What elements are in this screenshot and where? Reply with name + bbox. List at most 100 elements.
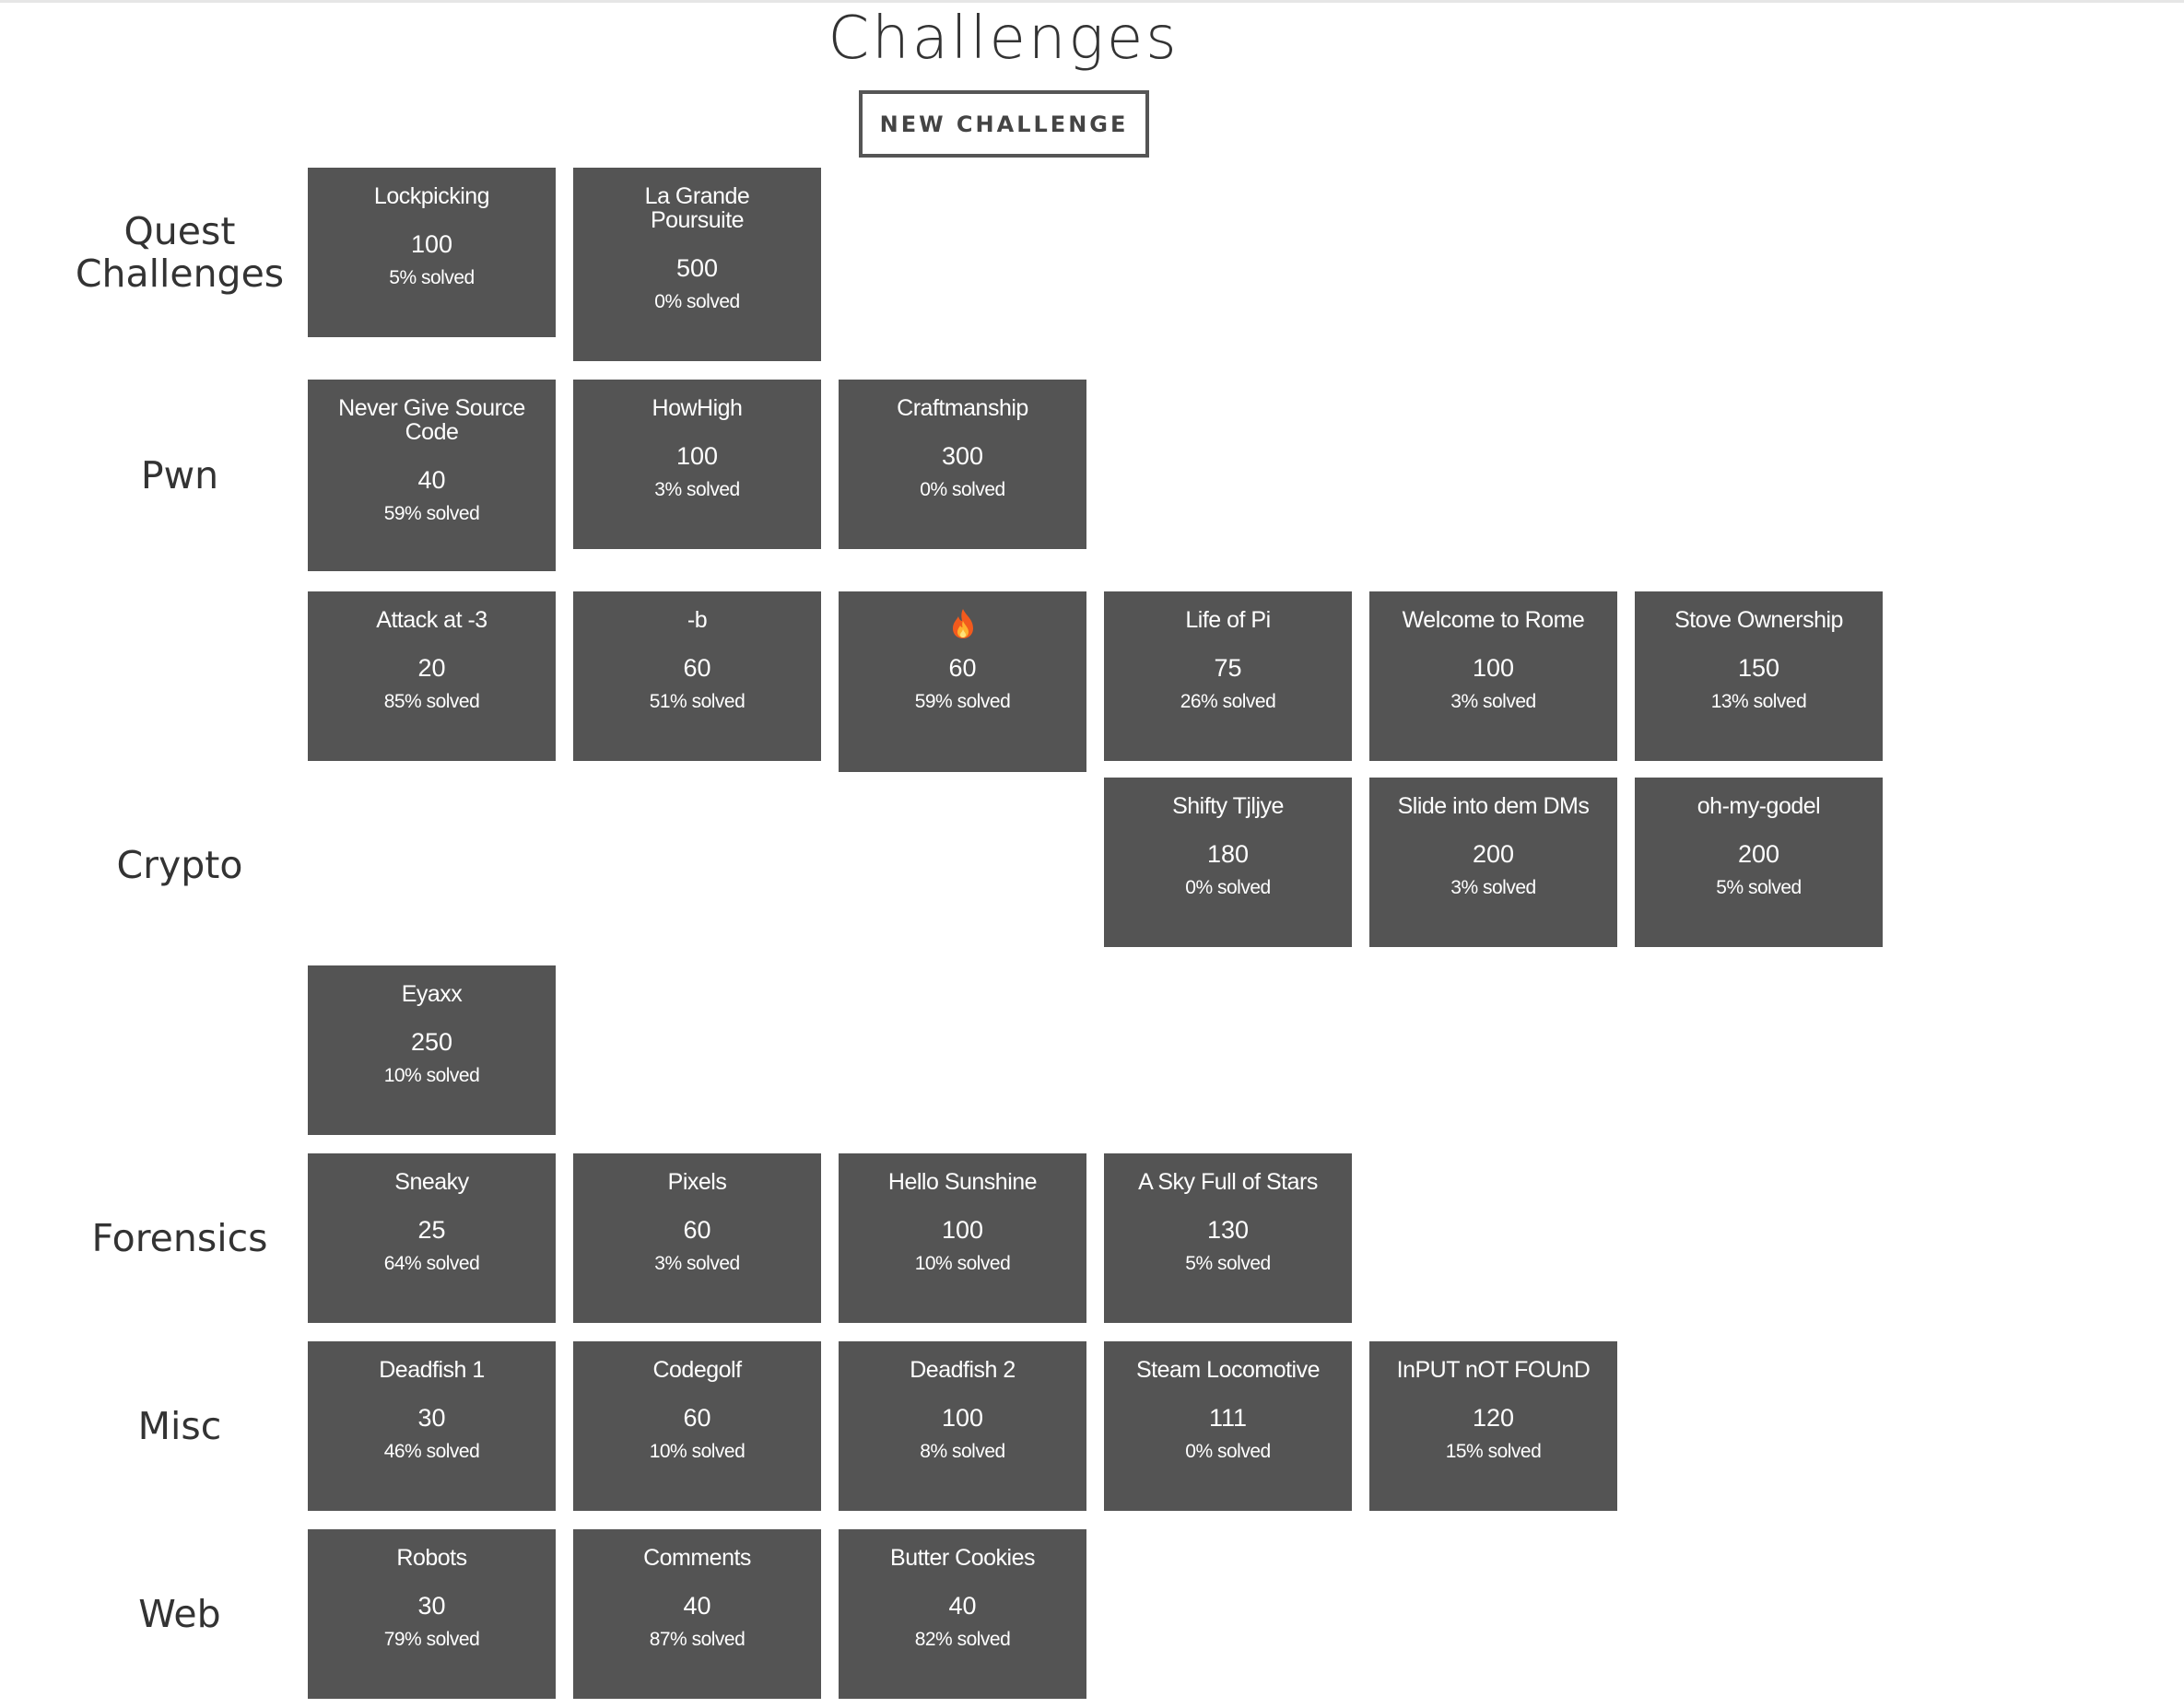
challenge-solved-rate: 64% solved	[383, 1253, 480, 1274]
challenge-points: 100	[410, 230, 453, 258]
challenge-card-deadfish-2[interactable]: Deadfish 2 100 8% solved	[839, 1341, 1086, 1511]
challenge-solved-rate: 46% solved	[383, 1441, 480, 1462]
challenge-card-welcome-to-rome[interactable]: Welcome to Rome 100 3% solved	[1369, 591, 1617, 761]
challenge-name: oh-my-godel	[1697, 793, 1821, 819]
challenge-name: Butter Cookies	[890, 1545, 1035, 1571]
challenge-points: 30	[417, 1592, 446, 1620]
challenge-solved-rate: 3% solved	[1450, 691, 1536, 712]
challenge-card-fire-emoji[interactable]: 60 59% solved	[839, 591, 1086, 772]
challenge-points: 20	[417, 654, 446, 682]
challenge-points: 40	[417, 466, 446, 494]
challenge-card-sneaky[interactable]: Sneaky 25 64% solved	[308, 1153, 556, 1323]
challenge-card-robots[interactable]: Robots 30 79% solved	[308, 1529, 556, 1699]
category-forensics: Forensics	[91, 1216, 268, 1260]
challenge-points: 150	[1737, 654, 1780, 682]
page-title: Challenges	[828, 5, 1180, 73]
challenge-points: 100	[941, 1404, 984, 1432]
challenge-solved-rate: 79% solved	[383, 1629, 480, 1650]
challenge-points: 30	[417, 1404, 446, 1432]
challenge-solved-rate: 10% solved	[914, 1253, 1011, 1274]
challenge-solved-rate: 0% solved	[920, 479, 1005, 500]
challenge-card-slide-into-dem-dms[interactable]: Slide into dem DMs 200 3% solved	[1369, 778, 1617, 947]
challenge-card-input-not-found[interactable]: InPUT nOT FOUnD 120 15% solved	[1369, 1341, 1617, 1511]
challenge-name: Slide into dem DMs	[1397, 793, 1590, 819]
challenge-name: Eyaxx	[401, 981, 463, 1007]
challenge-card-steam-locomotive[interactable]: Steam Locomotive 111 0% solved	[1104, 1341, 1352, 1511]
challenge-name: HowHigh	[652, 395, 743, 421]
category-misc: Misc	[137, 1404, 222, 1448]
challenge-card-codegolf[interactable]: Codegolf 60 10% solved	[573, 1341, 821, 1511]
challenge-card-eyaxx[interactable]: Eyaxx 250 10% solved	[308, 965, 556, 1135]
challenge-card-craftmanship[interactable]: Craftmanship 300 0% solved	[839, 380, 1086, 549]
challenge-name: Comments	[643, 1545, 751, 1571]
top-divider	[0, 0, 2184, 3]
challenge-points: 180	[1206, 840, 1250, 868]
challenge-points: 300	[941, 442, 984, 470]
challenge-solved-rate: 3% solved	[1450, 877, 1536, 898]
challenge-card-life-of-pi[interactable]: Life of Pi 75 26% solved	[1104, 591, 1352, 761]
challenge-points: 200	[1472, 840, 1515, 868]
challenge-solved-rate: 15% solved	[1445, 1441, 1542, 1462]
challenge-name: Attack at -3	[376, 607, 487, 633]
category-pwn: Pwn	[140, 453, 219, 497]
challenge-points: 75	[1214, 654, 1242, 682]
challenge-solved-rate: 5% solved	[1716, 877, 1802, 898]
challenge-solved-rate: 5% solved	[1185, 1253, 1271, 1274]
challenge-name: InPUT nOT FOUnD	[1396, 1357, 1591, 1383]
new-challenge-button[interactable]: NEW CHALLENGE	[859, 90, 1149, 158]
challenge-card-comments[interactable]: Comments 40 87% solved	[573, 1529, 821, 1699]
challenge-solved-rate: 10% solved	[649, 1441, 746, 1462]
challenge-name: Craftmanship	[897, 395, 1028, 421]
challenge-solved-rate: 51% solved	[649, 691, 746, 712]
challenge-points: 250	[410, 1028, 453, 1056]
challenge-name: A Sky Full of Stars	[1138, 1169, 1318, 1195]
challenge-points: 60	[683, 1404, 711, 1432]
challenge-name: Shifty Tjljye	[1172, 793, 1284, 819]
challenge-solved-rate: 13% solved	[1710, 691, 1807, 712]
challenge-card-stove-ownership[interactable]: Stove Ownership 150 13% solved	[1635, 591, 1883, 761]
challenge-solved-rate: 26% solved	[1180, 691, 1276, 712]
challenge-card-oh-my-godel[interactable]: oh-my-godel 200 5% solved	[1635, 778, 1883, 947]
challenge-name: Sneaky	[394, 1169, 469, 1195]
challenge-card-hello-sunshine[interactable]: Hello Sunshine 100 10% solved	[839, 1153, 1086, 1323]
challenge-points: 100	[1472, 654, 1515, 682]
challenge-solved-rate: 0% solved	[1185, 877, 1271, 898]
challenge-points: 130	[1206, 1216, 1250, 1244]
challenge-card-pixels[interactable]: Pixels 60 3% solved	[573, 1153, 821, 1323]
challenge-solved-rate: 5% solved	[389, 267, 475, 288]
challenge-points: 40	[948, 1592, 977, 1620]
challenge-solved-rate: 0% solved	[1185, 1441, 1271, 1462]
challenge-card-howhigh[interactable]: HowHigh 100 3% solved	[573, 380, 821, 549]
challenge-name: Steam Locomotive	[1135, 1357, 1321, 1383]
challenge-points: 500	[675, 254, 719, 282]
challenge-name: Life of Pi	[1185, 607, 1271, 633]
challenge-solved-rate: 3% solved	[654, 1253, 740, 1274]
challenge-card-deadfish-1[interactable]: Deadfish 1 30 46% solved	[308, 1341, 556, 1511]
challenge-name: Welcome to Rome	[1402, 607, 1585, 633]
challenge-points: 25	[417, 1216, 446, 1244]
challenge-card-lockpicking[interactable]: Lockpicking 100 5% solved	[308, 168, 556, 337]
challenge-solved-rate: 87% solved	[649, 1629, 746, 1650]
category-web: Web	[138, 1592, 221, 1636]
challenge-card-a-sky-full-of-stars[interactable]: A Sky Full of Stars 130 5% solved	[1104, 1153, 1352, 1323]
challenge-name: Lockpicking	[373, 183, 490, 209]
challenge-name: Robots	[396, 1545, 467, 1571]
challenge-card-shifty-tjljye[interactable]: Shifty Tjljye 180 0% solved	[1104, 778, 1352, 947]
challenge-card-b[interactable]: -b 60 51% solved	[573, 591, 821, 761]
challenge-points: 200	[1737, 840, 1780, 868]
challenge-points: 60	[683, 654, 711, 682]
challenge-solved-rate: 0% solved	[654, 291, 740, 312]
challenge-points: 111	[1208, 1404, 1248, 1432]
challenge-card-attack-at-3[interactable]: Attack at -3 20 85% solved	[308, 591, 556, 761]
category-crypto: Crypto	[116, 843, 243, 887]
challenge-points: 100	[675, 442, 719, 470]
challenge-points: 40	[683, 1592, 711, 1620]
challenge-card-butter-cookies[interactable]: Butter Cookies 40 82% solved	[839, 1529, 1086, 1699]
challenge-name: Deadfish 2	[910, 1357, 1016, 1383]
challenge-solved-rate: 59% solved	[383, 503, 480, 524]
challenge-solved-rate: 82% solved	[914, 1629, 1011, 1650]
challenge-name: Codegolf	[652, 1357, 742, 1383]
